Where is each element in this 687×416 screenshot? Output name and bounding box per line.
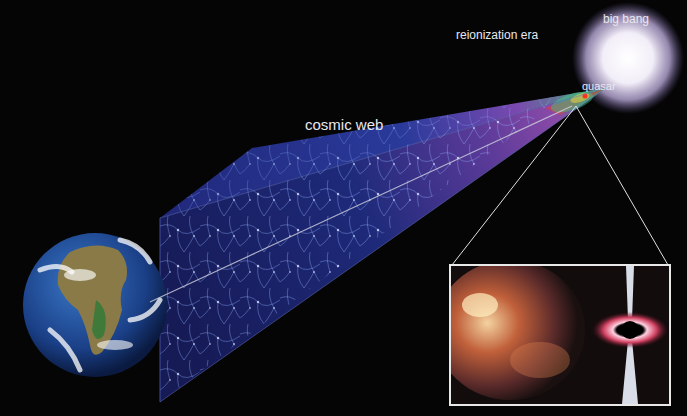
era-label: big bang bbox=[603, 12, 649, 26]
region-label: cosmic web bbox=[305, 116, 383, 133]
era-label: reionization era bbox=[456, 28, 538, 42]
object-label: quasar bbox=[582, 80, 616, 92]
